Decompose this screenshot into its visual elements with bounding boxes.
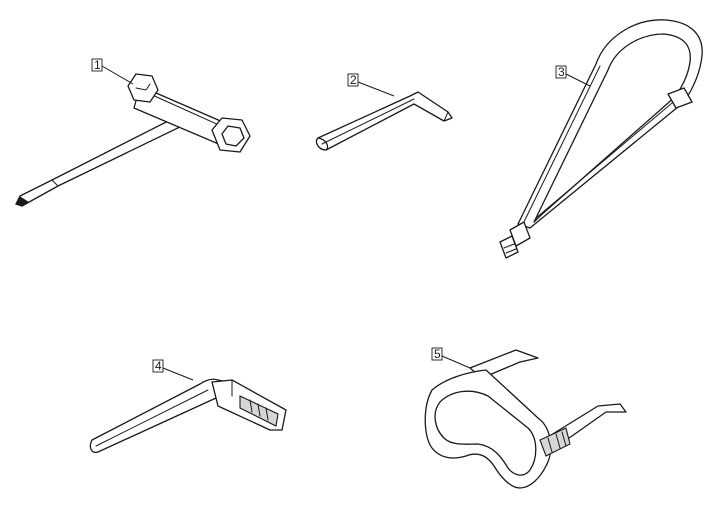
callout-number-2: 2 bbox=[350, 73, 357, 87]
callout-number-3: 3 bbox=[558, 65, 565, 79]
callout-number-4: 4 bbox=[155, 359, 162, 373]
callout-number-1: 1 bbox=[94, 58, 101, 72]
callout-number-5: 5 bbox=[434, 347, 441, 361]
part-5-safety-goggles: 5 bbox=[424, 347, 627, 489]
part-4-file-holder: 4 bbox=[89, 359, 287, 454]
part-3-harness-strap: 3 bbox=[499, 19, 703, 259]
part-1-spark-plug-wrench: 1 bbox=[15, 58, 251, 207]
part-2-hex-key: 2 bbox=[315, 73, 453, 151]
